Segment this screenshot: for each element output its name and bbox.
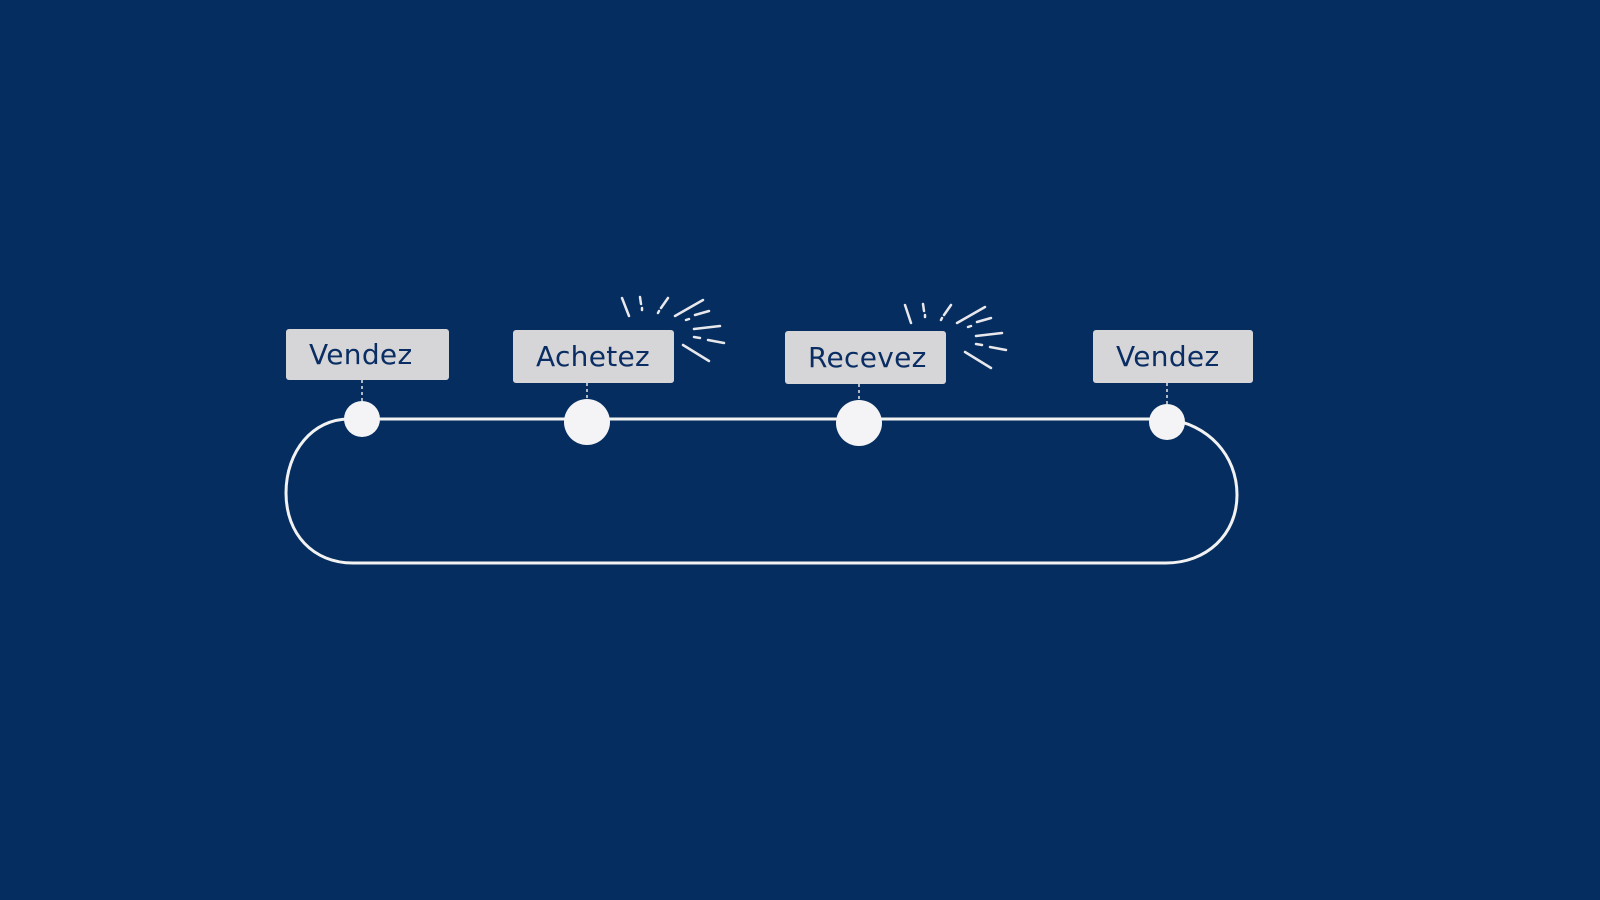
- step-label-text: Recevez: [808, 341, 927, 374]
- step-label-text: Vendez: [1116, 340, 1220, 373]
- step-node-4: [1149, 404, 1185, 440]
- step-node-2: [564, 399, 610, 445]
- step-label-recevez: Recevez: [785, 331, 946, 384]
- sparkle-burst-icon: [903, 302, 1008, 370]
- step-label-vendez-start: Vendez: [286, 329, 449, 380]
- step-node-3: [836, 400, 882, 446]
- step-label-text: Achetez: [536, 340, 651, 373]
- step-node-1: [344, 401, 380, 437]
- step-label-vendez-end: Vendez: [1093, 330, 1253, 383]
- step-label-achetez: Achetez: [513, 330, 674, 383]
- cycle-loop-path: [284, 417, 1239, 565]
- step-label-text: Vendez: [309, 338, 413, 371]
- sparkle-burst-icon: [620, 295, 726, 363]
